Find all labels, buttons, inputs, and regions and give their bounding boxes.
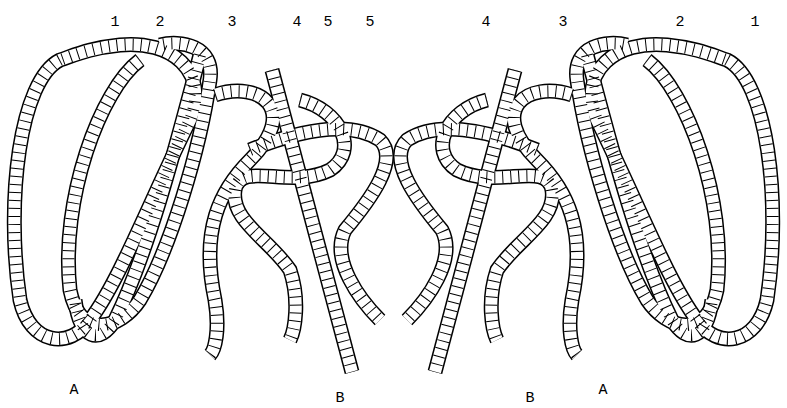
chain-label: B [525, 391, 534, 406]
segment-number: 1 [110, 15, 119, 30]
chain-label: A [598, 383, 607, 398]
segment-number: 4 [292, 15, 301, 30]
segment-number: 5 [365, 15, 374, 30]
segment-number: 1 [750, 15, 759, 30]
chain-label: A [69, 383, 78, 398]
segment-number: 3 [227, 15, 236, 30]
segment-number: 2 [675, 15, 684, 30]
chain-label: B [335, 391, 344, 406]
segment-number: 3 [558, 15, 567, 30]
segment-number: 5 [323, 15, 332, 30]
segment-number: 2 [155, 15, 164, 30]
segment-number: 4 [481, 15, 490, 30]
